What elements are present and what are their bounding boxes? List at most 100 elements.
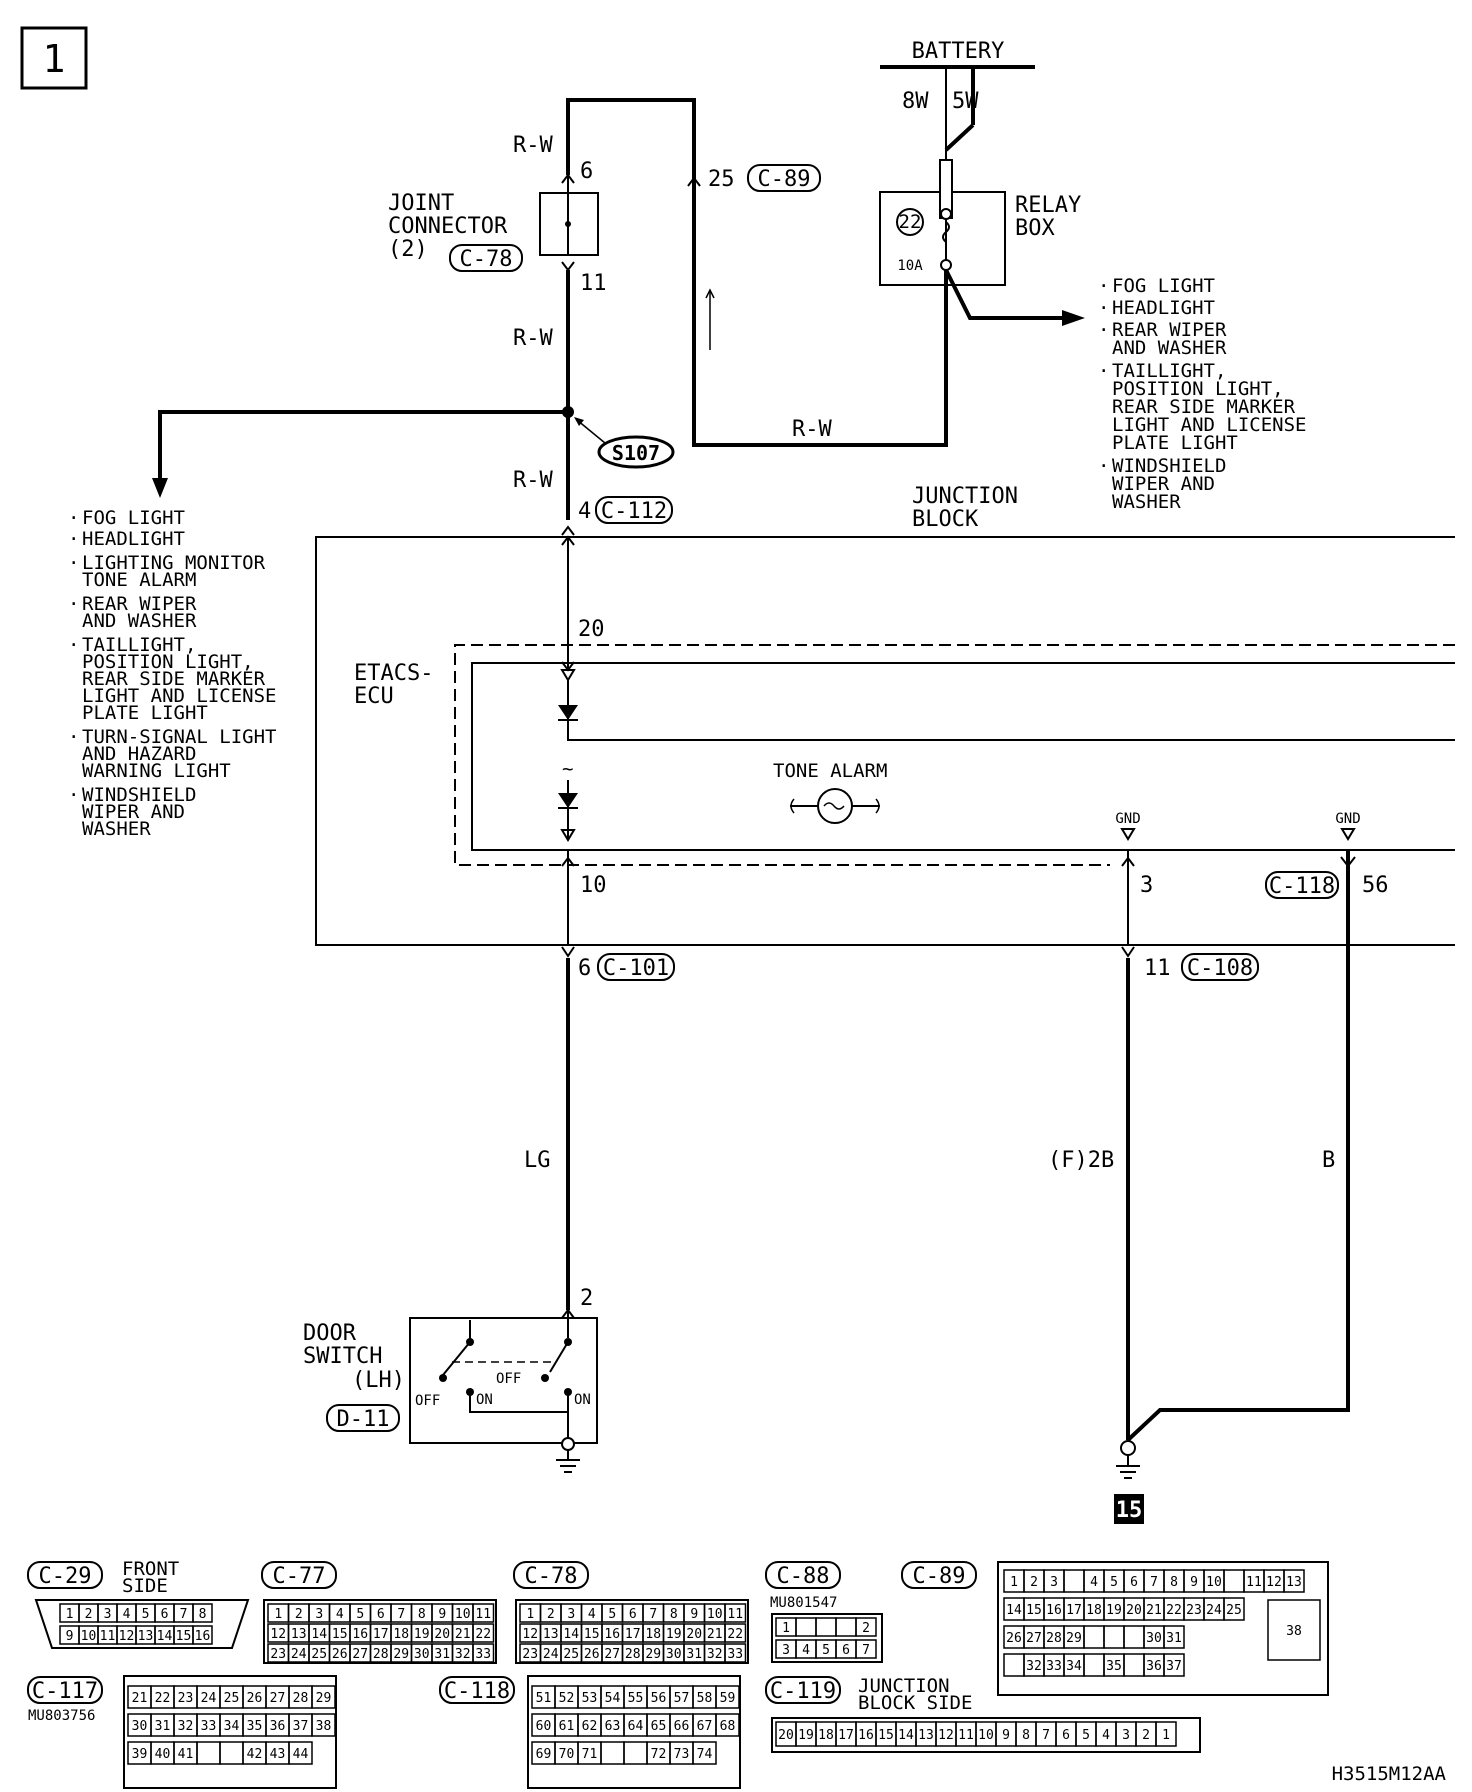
c117-id: C-117 <box>32 1679 98 1704</box>
diode-lower <box>558 793 578 808</box>
c117-part: MU803756 <box>28 1708 95 1724</box>
joint-label-2: CONNECTOR <box>388 214 508 239</box>
left-out-1: FOG LIGHT <box>82 507 185 529</box>
svg-text:·: · <box>68 784 79 806</box>
connector-pin-number: 16 <box>1046 1603 1062 1618</box>
connector-pin <box>692 1741 717 1765</box>
connector-pin-number: 28 <box>373 1647 389 1662</box>
connector-pin-number: 74 <box>697 1747 713 1762</box>
relay-box-label-2: BOX <box>1015 216 1055 241</box>
connector-pin <box>1155 1721 1177 1747</box>
c119-note-1: JUNCTION <box>858 1675 950 1697</box>
connector-pin-number: 10 <box>978 1728 994 1743</box>
c89-id: C-89 <box>913 1564 966 1589</box>
document-code: H3515M12AA <box>1332 1763 1447 1785</box>
connector-pin-number: 19 <box>1106 1603 1122 1618</box>
connector-pin-number: 3 <box>567 1607 575 1622</box>
connector-pin <box>1267 1599 1321 1661</box>
connector-pin-number: 8 <box>1022 1728 1030 1743</box>
connector-pin-number: 14 <box>311 1627 327 1642</box>
connector-pin-number: 16 <box>858 1728 874 1743</box>
connector-pin-number: 15 <box>176 1629 192 1644</box>
connector-pin-number: 1 <box>1162 1728 1170 1743</box>
left-out-8: POSITION LIGHT, <box>82 651 254 673</box>
relay-out-7: REAR SIDE MARKER <box>1112 396 1296 418</box>
switch-off-label-2: OFF <box>496 1371 521 1387</box>
connector-pin <box>815 1617 837 1637</box>
left-output-list: · FOG LIGHT · HEADLIGHT · LIGHTING MONIT… <box>68 507 276 840</box>
etacs-label-1: ETACS- <box>354 661 433 686</box>
junction-block-label-2: BLOCK <box>912 507 979 532</box>
connector-pin-number: 8 <box>199 1607 207 1622</box>
connector-pin <box>715 1685 740 1709</box>
connector-pin-number: 30 <box>1146 1631 1162 1646</box>
c29-note-1: FRONT <box>122 1558 179 1580</box>
left-out-14: WARNING LIGHT <box>82 760 231 782</box>
etacs-pin-56: 56 <box>1362 873 1389 898</box>
connector-pin-number: 29 <box>393 1647 409 1662</box>
door-switch-label-3: (LH) <box>352 1368 405 1393</box>
left-out-3: LIGHTING MONITOR <box>82 552 266 574</box>
connector-pin-number: 16 <box>195 1629 211 1644</box>
connector-pin-number: 4 <box>802 1643 810 1658</box>
connector-pin-number: 14 <box>1006 1603 1022 1618</box>
connector-pin-number: 67 <box>697 1719 713 1734</box>
battery-label: BATTERY <box>912 39 1005 64</box>
connector-pin-number: 32 <box>178 1719 194 1734</box>
connector-pin-number: 27 <box>270 1691 286 1706</box>
joint-connector: 6 11 JOINT CONNECTOR (2) C-78 <box>388 159 607 296</box>
connector-pin-number: 14 <box>563 1627 579 1642</box>
connector-pin-number: 29 <box>1066 1631 1082 1646</box>
connector-pin-number: 3 <box>782 1643 790 1658</box>
connector-pin-number: 65 <box>651 1719 667 1734</box>
connector-pin-number: 40 <box>155 1747 171 1762</box>
connector-pin <box>1163 1625 1185 1649</box>
connector-pin-number: 11 <box>958 1728 974 1743</box>
connector-pin-number: 31 <box>686 1647 702 1662</box>
connector-pin <box>724 1603 747 1623</box>
connector-pin-number: 38 <box>316 1719 332 1734</box>
battery-wire-5w: 5W <box>952 89 979 114</box>
c119-note-2: BLOCK SIDE <box>858 1692 972 1714</box>
connector-pin-number: 31 <box>434 1647 450 1662</box>
svg-text:·: · <box>68 552 79 574</box>
connector-pin-number: 4 <box>336 1607 344 1622</box>
door-switch-label-2: SWITCH <box>303 1344 382 1369</box>
connector-pin-number: 11 <box>727 1607 743 1622</box>
svg-text:·: · <box>1098 297 1109 319</box>
connector-pin-number: 19 <box>798 1728 814 1743</box>
connector-pin-number: 60 <box>536 1719 552 1734</box>
c118-id: C-118 <box>444 1679 510 1704</box>
left-out-7: TAILLIGHT, <box>82 634 196 656</box>
connector-pin-number: 25 <box>224 1691 240 1706</box>
c108-pin: 11 <box>1144 956 1171 981</box>
connector-pin-number: 9 <box>1002 1728 1010 1743</box>
connector-pin <box>311 1685 336 1709</box>
wire-b-label: B <box>1322 1148 1335 1173</box>
connector-pin-number: 11 <box>100 1629 116 1644</box>
c29-id: C-29 <box>39 1564 92 1589</box>
connector-pin-number: 6 <box>842 1643 850 1658</box>
relay-out-10: WINDSHIELD <box>1112 455 1226 477</box>
connector-pin-number: 10 <box>707 1607 723 1622</box>
connector-pin-number: 10 <box>1206 1575 1222 1590</box>
connector-pin-number: 66 <box>674 1719 690 1734</box>
connector-pin <box>1083 1653 1105 1677</box>
relay-out-8: LIGHT AND LICENSE <box>1112 414 1306 436</box>
connector-pin-number: 59 <box>720 1691 736 1706</box>
connector-pin-number: 5 <box>822 1643 830 1658</box>
connector-pin-number: 21 <box>132 1691 148 1706</box>
connector-pin-number: 28 <box>293 1691 309 1706</box>
left-out-11: PLATE LIGHT <box>82 702 208 724</box>
connector-pin-number: 28 <box>625 1647 641 1662</box>
connector-pin-number: 1 <box>274 1607 282 1622</box>
connector-pin-number: 30 <box>414 1647 430 1662</box>
connector-pin-number: 26 <box>584 1647 600 1662</box>
connector-pin-number: 31 <box>155 1719 171 1734</box>
connector-pin <box>1083 1625 1105 1649</box>
connector-pin-number: 20 <box>1126 1603 1142 1618</box>
relay-out-5: TAILLIGHT, <box>1112 360 1226 382</box>
connector-pin <box>472 1603 495 1623</box>
